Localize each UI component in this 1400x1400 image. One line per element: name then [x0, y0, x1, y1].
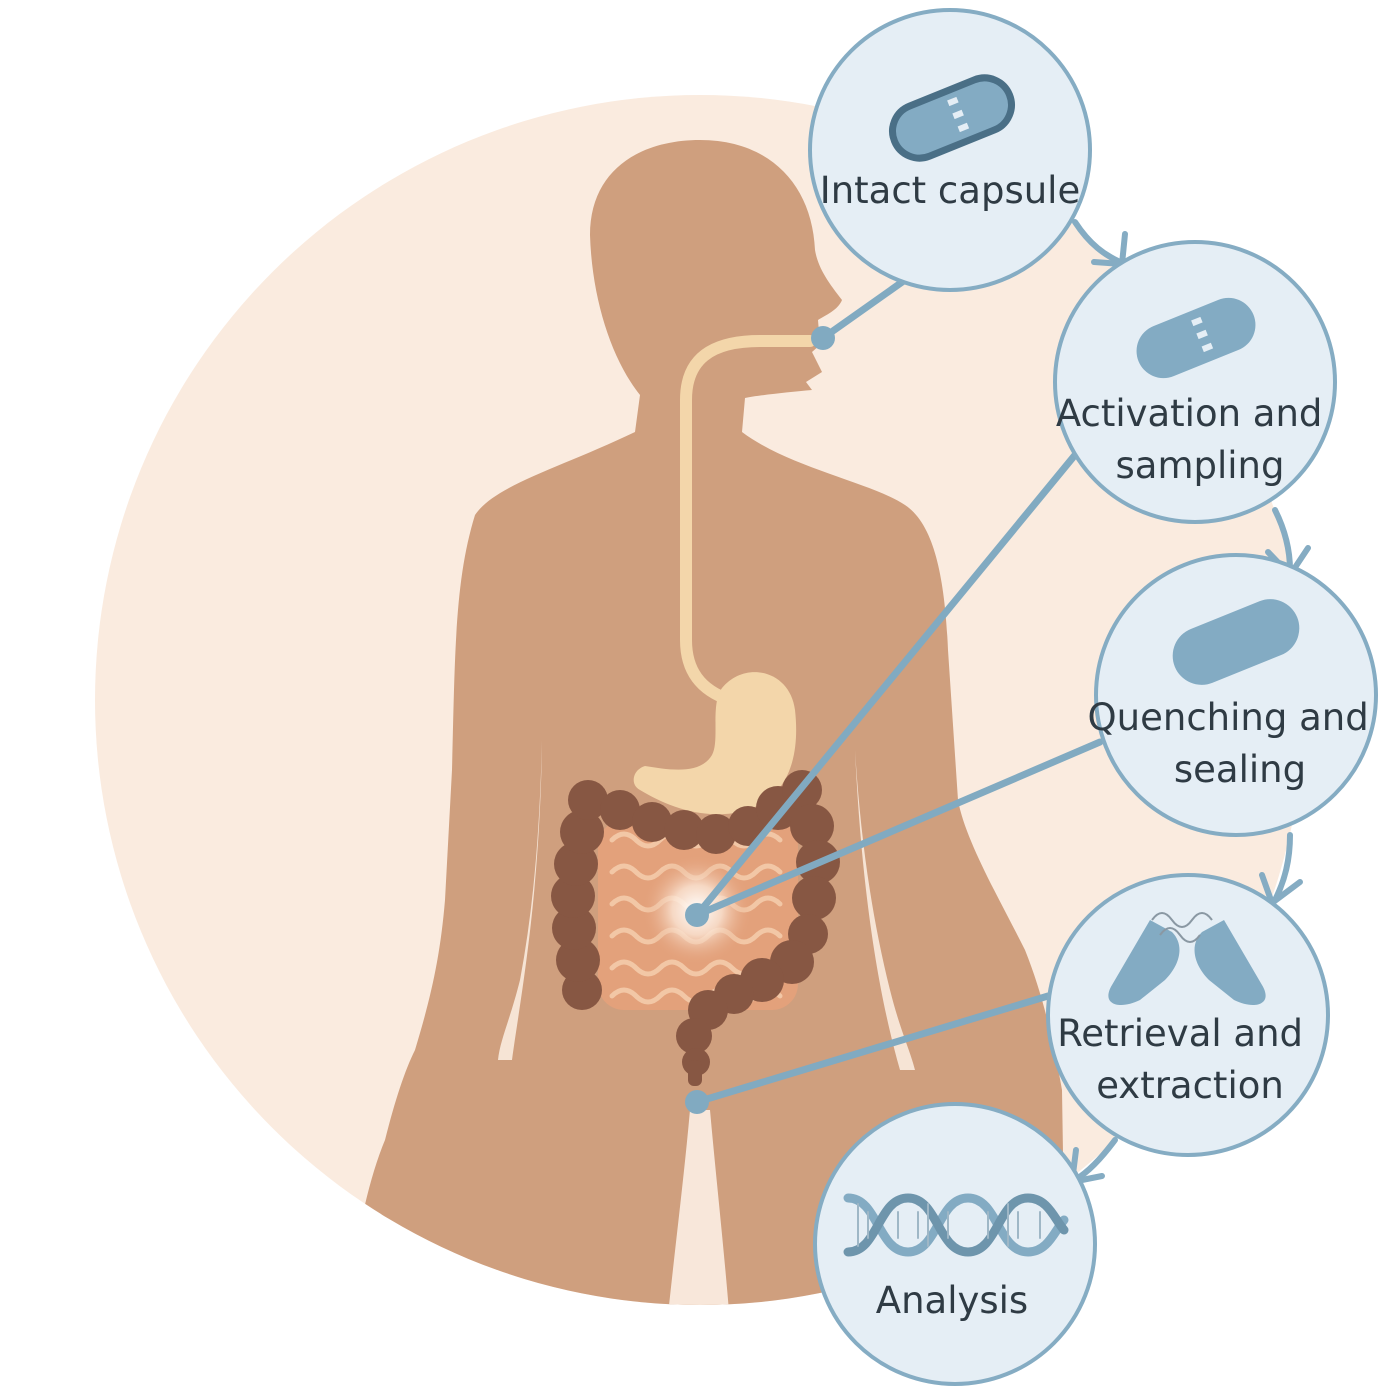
- connector-gut-activation: [693, 451, 1079, 919]
- stomach: [633, 672, 797, 815]
- step-label-line: Retrieval and: [1057, 1012, 1303, 1055]
- step-label-line: Analysis: [876, 1279, 1028, 1322]
- arrow-3-to-4: [1272, 832, 1293, 903]
- step-label-line: extraction: [1096, 1064, 1284, 1107]
- point-rectum: [685, 1090, 709, 1114]
- capsule-intact-icon: [889, 74, 1015, 162]
- step-label: Activation and sampling: [1056, 392, 1334, 487]
- capsule-activated-icon: [1136, 297, 1256, 379]
- step-label: Quenching and sealing: [1088, 696, 1381, 791]
- connector-gut-quenching: [693, 738, 1104, 919]
- step-label: Retrieval and extraction: [1057, 1012, 1315, 1107]
- step-label: Intact capsule: [820, 169, 1080, 212]
- step-label-line: Activation and: [1056, 392, 1323, 435]
- step-label: Analysis: [876, 1279, 1028, 1322]
- connector-mouth: [819, 276, 909, 342]
- step-intact-capsule: Intact capsule: [808, 8, 1092, 292]
- esophagus: [680, 335, 816, 706]
- capsule-sealed-icon: [1172, 599, 1300, 685]
- capsule-open-dna-icon: [1108, 912, 1266, 1005]
- step-analysis: Analysis: [813, 1102, 1097, 1386]
- point-intestine: [685, 903, 709, 927]
- point-mouth: [811, 326, 835, 350]
- step-label-line: Quenching and: [1088, 696, 1369, 739]
- step-quenching-sealing: Quenching and sealing: [1088, 553, 1381, 837]
- connector-lines: [693, 276, 1104, 1106]
- step-activation-sampling: Activation and sampling: [1053, 240, 1337, 524]
- dna-helix-icon: [843, 1193, 1069, 1257]
- arrow-1-to-2: [1072, 219, 1123, 265]
- large-intestine: [551, 770, 840, 1086]
- step-label-line: sampling: [1116, 444, 1285, 487]
- step-label-line: sealing: [1174, 748, 1306, 791]
- connector-rectum: [693, 992, 1052, 1106]
- step-label-line: Intact capsule: [820, 169, 1080, 212]
- step-retrieval-extraction: Retrieval and extraction: [1046, 873, 1330, 1157]
